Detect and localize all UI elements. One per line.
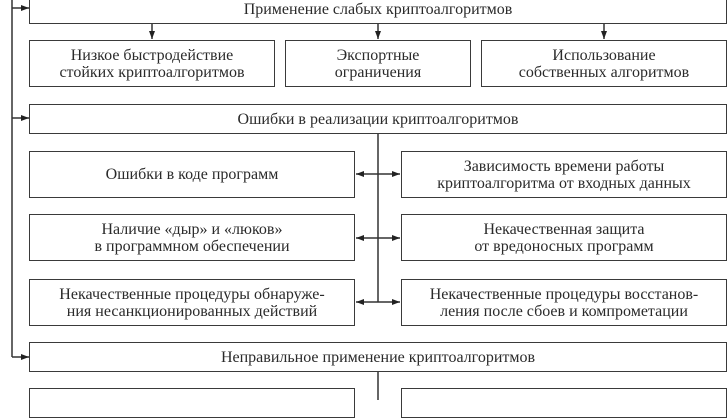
node-recovery-procedures: Некачественные процедуры восстанов-ления… xyxy=(401,279,727,326)
group-title: Неправильное применение криптоалгоритмов xyxy=(220,348,536,366)
node-text: криптоалгоритма от входных данных xyxy=(437,174,691,192)
node-text: Наличие «дыр» и «люков» xyxy=(101,220,283,238)
node-text: ния несанкционированных действий xyxy=(66,302,318,320)
node-text: Экспортные xyxy=(336,46,420,64)
node-text: Использование xyxy=(552,46,656,64)
group-weak-algorithms: Применение слабых криптоалгоритмов xyxy=(29,0,727,24)
node-holes-hatches: Наличие «дыр» и «люков»в программном обе… xyxy=(29,214,355,261)
node-text: ограничения xyxy=(334,63,422,81)
group-title: Ошибки в реализации криптоалгоритмов xyxy=(237,110,519,128)
node-text: в программном обеспечении xyxy=(94,237,290,255)
node-text: от вредоносных программ xyxy=(474,237,654,255)
node-text: Низкое быстродействие xyxy=(70,46,234,64)
node-text: ления после сбоев и компрометации xyxy=(440,302,688,320)
node-text: стойких криптоалгоритмов xyxy=(59,63,245,81)
node-text: собственных алгоритмов xyxy=(518,63,690,81)
group-implementation-errors: Ошибки в реализации криптоалгоритмов xyxy=(29,104,727,134)
connector-lines xyxy=(11,0,607,400)
node-text: Некачественные процедуры восстанов- xyxy=(429,285,699,303)
node-text: Некачественная защита xyxy=(483,220,645,238)
group-title: Применение слабых криптоалгоритмов xyxy=(243,0,513,18)
node-text: Некачественные процедуры обнаруже- xyxy=(59,285,325,303)
node-detection-procedures: Некачественные процедуры обнаруже-ния не… xyxy=(29,279,355,326)
node-text: Ошибки в коде программ xyxy=(105,166,279,183)
node-code-errors: Ошибки в коде программ xyxy=(29,151,355,198)
node-text: Зависимость времени работы xyxy=(463,157,665,175)
group-incorrect-application: Неправильное применение криптоалгоритмов xyxy=(29,342,727,372)
node-partial-right xyxy=(401,388,727,418)
node-partial-left xyxy=(29,388,355,418)
